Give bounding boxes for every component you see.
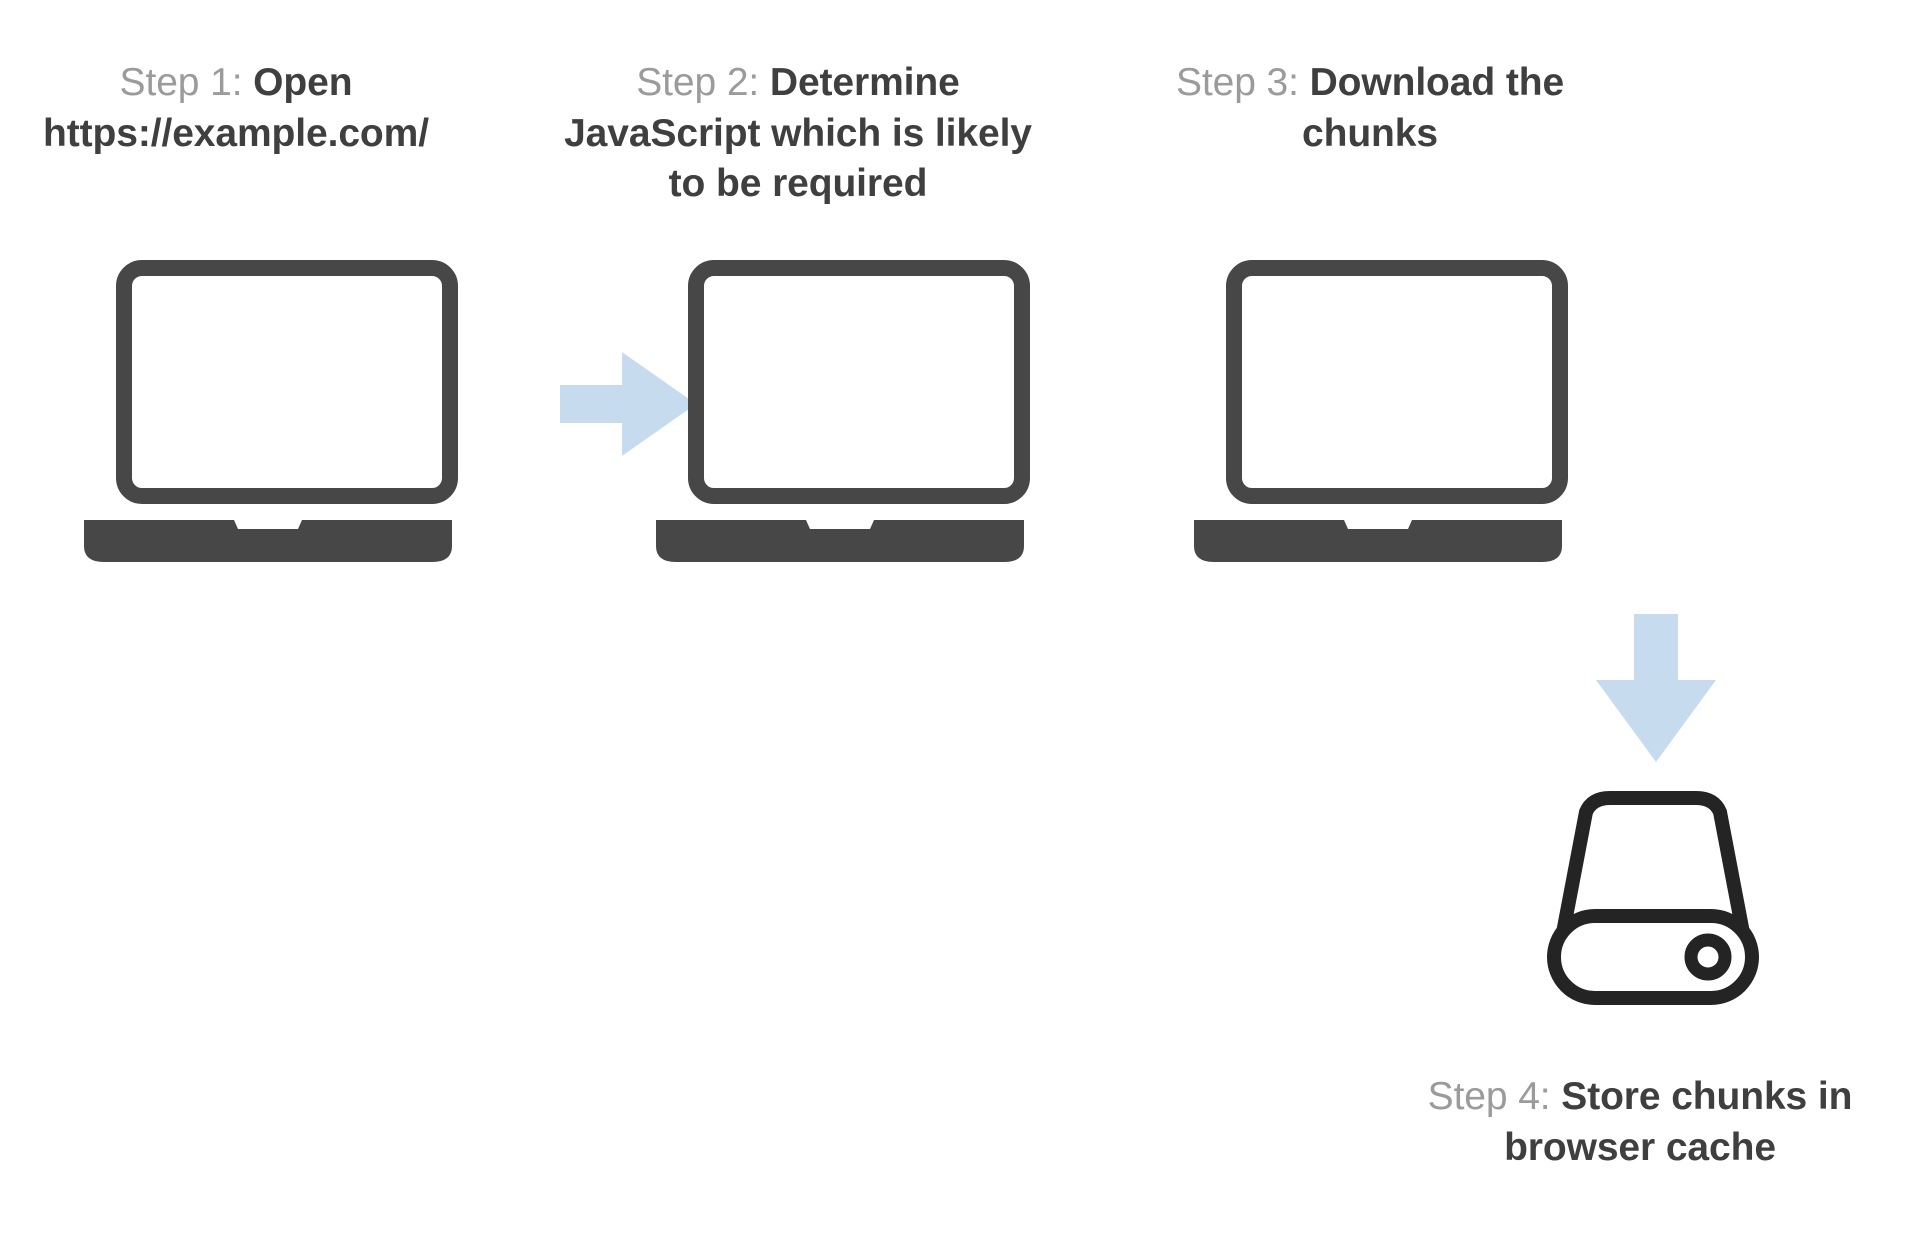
laptop-icon-step-2 — [620, 248, 1060, 578]
step-1-caption: Step 1: Open https://example.com/ — [26, 58, 446, 159]
step-2-title: Determine JavaScript which is likely to … — [564, 61, 1032, 206]
arrow-down-icon-step-3-to-4 — [1596, 614, 1716, 762]
laptop-screen — [1226, 260, 1568, 504]
step-1-title: Open https://example.com/ — [43, 61, 429, 155]
laptop-screen — [116, 260, 458, 504]
storage-drive-icon-step-4 — [1540, 788, 1766, 1008]
step-2-caption: Step 2: Determine JavaScript which is li… — [548, 58, 1048, 210]
step-2-prefix: Step 2: — [636, 61, 770, 104]
step-4-title: Store chunks in browser cache — [1504, 1075, 1853, 1169]
laptop-screen — [688, 260, 1030, 504]
laptop-icon-step-3 — [1158, 248, 1598, 578]
step-3-caption: Step 3: Download the chunks — [1150, 58, 1590, 159]
step-3-prefix: Step 3: — [1175, 61, 1310, 104]
laptop-base — [1194, 520, 1562, 562]
laptop-base — [656, 520, 1024, 562]
step-4-caption: Step 4: Store chunks in browser cache — [1420, 1072, 1860, 1173]
arrow-right-icon-step-1-to-2 — [560, 352, 696, 456]
step-3-title: Download the chunks — [1302, 61, 1565, 155]
step-1-prefix: Step 1: — [119, 61, 254, 104]
laptop-base — [84, 520, 452, 562]
step-4-prefix: Step 4: — [1427, 1075, 1562, 1118]
laptop-icon-step-1 — [48, 248, 488, 578]
